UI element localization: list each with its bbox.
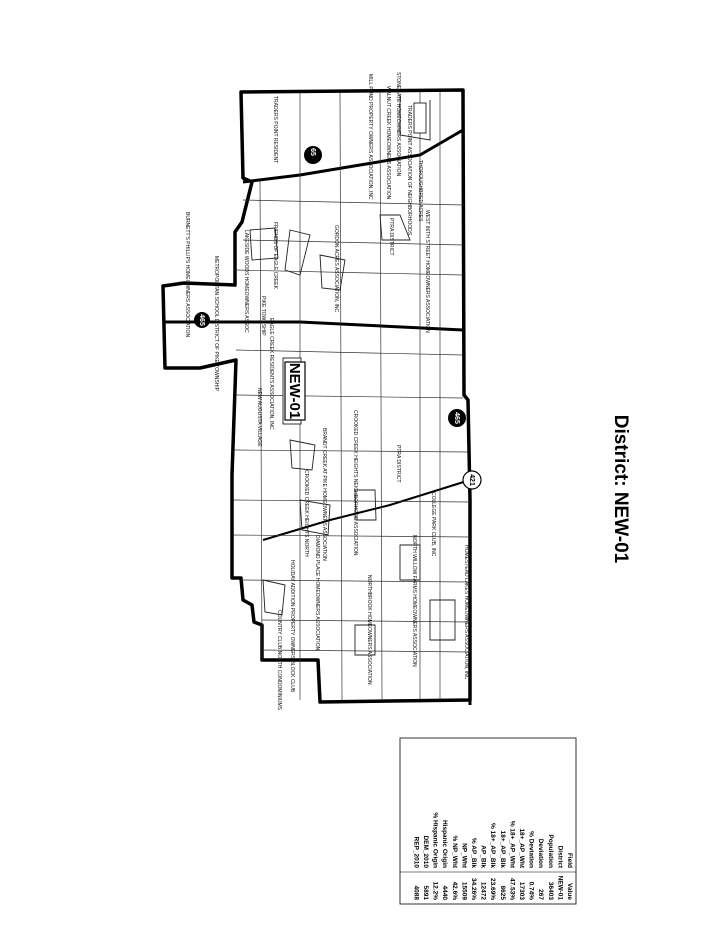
label-college-park: COLLEGE PARK CLUB, INC: [430, 492, 436, 557]
table-field-cell: District: [556, 846, 563, 869]
table-value-cell: 23.69%: [489, 878, 496, 900]
table-value-cell: 267: [537, 889, 544, 900]
label-metro-school: METROPOLITAN SCHOOL DISTRICT OF PIKE TOW…: [213, 256, 219, 392]
table-value-cell: 8625: [499, 886, 506, 901]
label-eagle-creek: FRIENDS OF EAGLE CREEK: [272, 222, 278, 290]
label-north-willow: NORTH WILLOW FARMS HOMEOWNERS ASSOCIATIO…: [411, 535, 417, 667]
label-country-club: COUNTRY CLUB NORTH CONDOMINIUMS: [276, 610, 282, 711]
table-field-cell: % 18+_AP_Wht: [508, 821, 515, 869]
road-i65: [242, 128, 464, 184]
district-badge: NEW-01: [286, 363, 303, 419]
table-field-cell: NP_Wht: [460, 843, 467, 869]
table-value-cell: 12472: [480, 882, 487, 900]
table-value-cell: 4440: [441, 886, 448, 901]
label-brandt-creek: BRANDT CREEK AT PIKE HOMEOWNERS ASSOCIAT…: [321, 428, 327, 561]
label-pike-township: PIKE TOWNSHIP: [260, 296, 266, 336]
table-field-cell: Population: [547, 834, 554, 868]
neighborhood-outlines: [249, 95, 456, 656]
road-heavy-south: [262, 479, 471, 541]
table-field-cell: % 18+_AP_Blk: [489, 823, 496, 868]
table-value-cell: 17303: [518, 882, 525, 900]
table-field-cell: % AP_Blk: [470, 838, 477, 868]
label-traders-point: TRADERS POINT ASSOCIATION OF NEIGHBORHOO…: [406, 105, 412, 236]
table-value-cell: NEW-01: [556, 876, 563, 901]
neighborhood-labels: TRADERS POINT ASSOCIATION OF NEIGHBORHOO…: [184, 72, 469, 711]
shield-us421: 421: [462, 470, 482, 490]
label-traders-resident: TRADERS POINT RESIDENT: [272, 96, 278, 163]
table-value-cell: 5891: [422, 886, 429, 901]
label-crooked-creek: CROOKED CREEK HEIGHTS NEIGHBORHOOD ASSOC…: [352, 410, 358, 556]
shield-i465-south: 465: [194, 312, 210, 328]
table-field-cell: Hispanic Origin: [441, 820, 448, 868]
table-field-cell: 18+_AP_Wht: [518, 828, 525, 868]
shield-us421-label: 421: [468, 474, 475, 486]
street-network: [232, 91, 471, 701]
label-west-86th: WEST 86TH STREET HOMEOWNERS ASSOCIATION: [424, 210, 430, 333]
table-field-cell: AP_Blk: [480, 845, 487, 868]
shield-i465-south-label: 465: [198, 314, 205, 326]
label-thoroughbred: THOROUGHBRED ACRES: [417, 160, 423, 222]
table-value-cell: 47.53%: [508, 878, 515, 900]
label-homestead: HOMESTEAD LAKES HOMEOWNERS ASSOCIATION, …: [463, 545, 469, 680]
table-value-cell: 0.74%: [528, 882, 535, 901]
label-eagle-residents: EAGLE CREEK RESIDENTS ASSOCIATION, INC: [268, 318, 274, 430]
label-burnetts: BURNETT'S PHILLIPS HOMEOWNERS ASSOCIATIO…: [184, 212, 190, 337]
table-header-field: Field: [566, 853, 573, 868]
table-value-cell: 4088: [412, 886, 419, 901]
shield-i65-label: 65: [309, 148, 316, 156]
shield-i65: 65: [304, 146, 322, 164]
label-ptra-district-2: PTRA DISTRICT: [395, 445, 401, 483]
page-title: District: NEW-01: [610, 415, 631, 564]
label-crooked-creek-2: CROOKED CREEK HEIGHTS NORTH: [303, 470, 309, 557]
table-field-cell: % NP_Wht: [451, 836, 458, 869]
table-value-cell: 12.2%: [432, 882, 439, 901]
label-ptra: PTRA DISTRICT: [388, 218, 394, 256]
label-new-augusta: NEW AUGUSTA VILLAGE: [256, 388, 262, 447]
label-stonegate: STONEGATE HOMEOWNERS ASSOCIATION: [395, 72, 401, 177]
table-field-cell: % Hispanic Origin: [432, 812, 439, 868]
road-38th-main: [165, 320, 464, 332]
table-value-cell: 15509: [460, 882, 467, 900]
table-field-cell: % Deviation: [528, 831, 535, 868]
table-field-cell: Deviation: [537, 839, 544, 868]
label-diamond-place: DIAMOND PLACE HOMEOWNERS ASSOCIATION: [314, 535, 320, 651]
label-mill-pond: MILL POND PROPERTY OWNERS ASSOCIATION, I…: [367, 74, 373, 200]
table-field-cell: REP_2010: [412, 837, 419, 869]
table-field-cell: 18+_AP_Blk: [499, 831, 506, 869]
label-holiday: HOLIDAY ADDITION PROPERTY OWNERS BLOCK C…: [289, 560, 295, 693]
label-gordon-acres: GORDON ACRES ASSOCIATION, INC: [333, 225, 339, 313]
label-lakeside-woods: LAKESIDE WOODS HOMEOWNERS ASSOC: [243, 230, 249, 333]
district-badge-box: [284, 361, 306, 421]
table-value-cell: 36403: [547, 882, 554, 900]
table-field-cell: DEM_2010: [422, 835, 429, 868]
shield-i465: 465: [448, 409, 466, 427]
label-northbrook: NORTHBROOK HOMEOWNERS ASSOCIATION: [366, 575, 372, 685]
shield-i465-label: 465: [453, 412, 460, 424]
table-value-cell: 42.6%: [451, 882, 458, 901]
table-value-cell: 34.26%: [470, 878, 477, 900]
table-header-value: Value: [566, 883, 573, 900]
label-walnut-creek: WALNUT CREEK HOMEOWNERS ASSOCIATION: [385, 86, 391, 200]
